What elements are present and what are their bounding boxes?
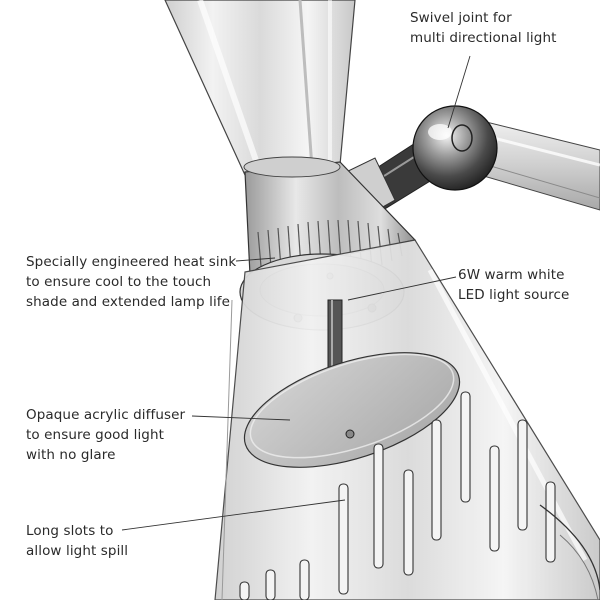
label-line: allow light spill [26,543,129,559]
label-line: with no glare [26,447,116,463]
upper-shade [164,0,356,176]
label-diffuser: Opaque acrylic diffuser to ensure good l… [26,405,185,465]
label-line: to ensure good light [26,427,165,443]
label-line: multi directional light [410,30,557,46]
light-slots [239,391,556,600]
leader-lines [121,55,471,531]
swivel-ball-joint [412,105,498,191]
label-slots: Long slots to allow light spill [26,521,128,561]
label-line: Long slots to [26,523,114,539]
label-line: 6W warm white [458,267,565,283]
label-line: shade and extended lamp life [26,294,231,310]
shade-rim [539,504,600,600]
label-led-source: 6W warm white LED light source [458,265,569,305]
label-line: Opaque acrylic diffuser [26,407,186,423]
acrylic-diffuser [243,352,461,468]
label-line: Specially engineered heat sink [26,254,237,270]
label-swivel-joint: Swivel joint for multi directional light [410,8,557,48]
label-line: to ensure cool to the touch [26,274,212,290]
label-line: LED light source [458,287,570,303]
label-line: Swivel joint for [410,10,512,26]
label-heat-sink: Specially engineered heat sink to ensure… [26,252,236,312]
